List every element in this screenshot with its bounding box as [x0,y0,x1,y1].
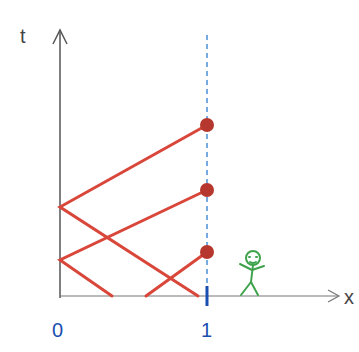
observer-figure [240,251,264,295]
axis-arrowhead [328,290,339,302]
worldline [60,125,207,296]
event-dot [200,118,214,132]
tick-number: 0 [52,320,63,340]
events [200,118,214,259]
worldline [60,190,207,296]
worldlines [60,125,207,296]
axis-label: t [20,26,26,46]
event-dot [200,245,214,259]
worldline [146,252,207,296]
tick-number: 1 [201,320,212,340]
axis-label: x [344,287,354,307]
tick-mark [206,286,209,306]
event-dot [200,183,214,197]
axis-arrowhead [53,30,67,44]
